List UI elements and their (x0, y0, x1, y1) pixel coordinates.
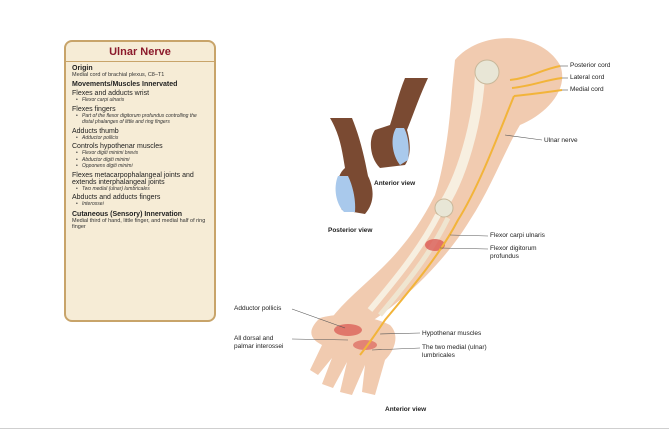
small-arm-posterior (330, 118, 373, 214)
label-ulnar-nerve: Ulnar nerve (544, 137, 578, 144)
group-item: Flexor carpi ulnaris (72, 97, 208, 104)
group-item: Opponens digiti minimi (72, 163, 208, 170)
group-heading: Abducts and adducts fingers (72, 194, 161, 201)
main-arm (310, 38, 563, 395)
panel-title: Ulnar Nerve (66, 46, 214, 62)
cutaneous-text: Medial third of hand, little finger, and… (72, 217, 206, 230)
group-heading: Controls hypothenar muscles (72, 143, 163, 150)
label-medial-cord: Medial cord (570, 86, 604, 93)
label-lateral-cord: Lateral cord (570, 74, 605, 81)
leader-lines (291, 65, 568, 351)
label-flexor-digitorum-profundus: Flexor digitorum profundus (490, 245, 537, 260)
group-item: Abductor digiti minimi (72, 157, 208, 164)
label-posterior-cord: Posterior cord (570, 62, 610, 69)
label-hypothenar: Hypothenar muscles (422, 330, 482, 337)
cutaneous-heading: Cutaneous (Sensory) Innervation (72, 210, 183, 218)
label-anterior-view-small: Anterior view (374, 180, 416, 187)
label-posterior-view: Posterior view (328, 227, 373, 234)
label-interossei: All dorsal and palmar interossei (234, 335, 284, 350)
ulnar-nerve-info-panel: Ulnar Nerve Origin Medial cord of brachi… (64, 40, 216, 322)
origin-text: Medial cord of brachial plexus, C8–T1 (72, 72, 165, 78)
group-item: Part of the flexor digitorum profundus c… (72, 113, 208, 126)
label-adductor-pollicis: Adductor pollicis (234, 305, 282, 312)
group-item: Adductor pollicis (72, 135, 208, 142)
origin-heading: Origin (72, 65, 93, 72)
movements-heading: Movements/Muscles Innervated (72, 81, 178, 88)
label-anterior-view-main: Anterior view (385, 406, 427, 413)
group-item: Flexor digiti minimi brevis (72, 150, 208, 157)
group-heading: Flexes metacarpophalangeal joints and ex… (72, 171, 194, 186)
small-arm-anterior (370, 78, 428, 168)
group-heading: Flexes and adducts wrist (72, 90, 150, 97)
group-item: Interossei (72, 201, 208, 208)
label-flexor-carpi-ulnaris: Flexor carpi ulnaris (490, 232, 545, 239)
bottom-divider (0, 428, 669, 429)
group-heading: Adducts thumb (72, 127, 119, 135)
group-heading: Flexes fingers (72, 105, 116, 113)
label-lumbricales: The two medial (ulnar) lumbricales (422, 344, 487, 359)
group-item: Two medial (ulnar) lumbricales (72, 186, 208, 193)
